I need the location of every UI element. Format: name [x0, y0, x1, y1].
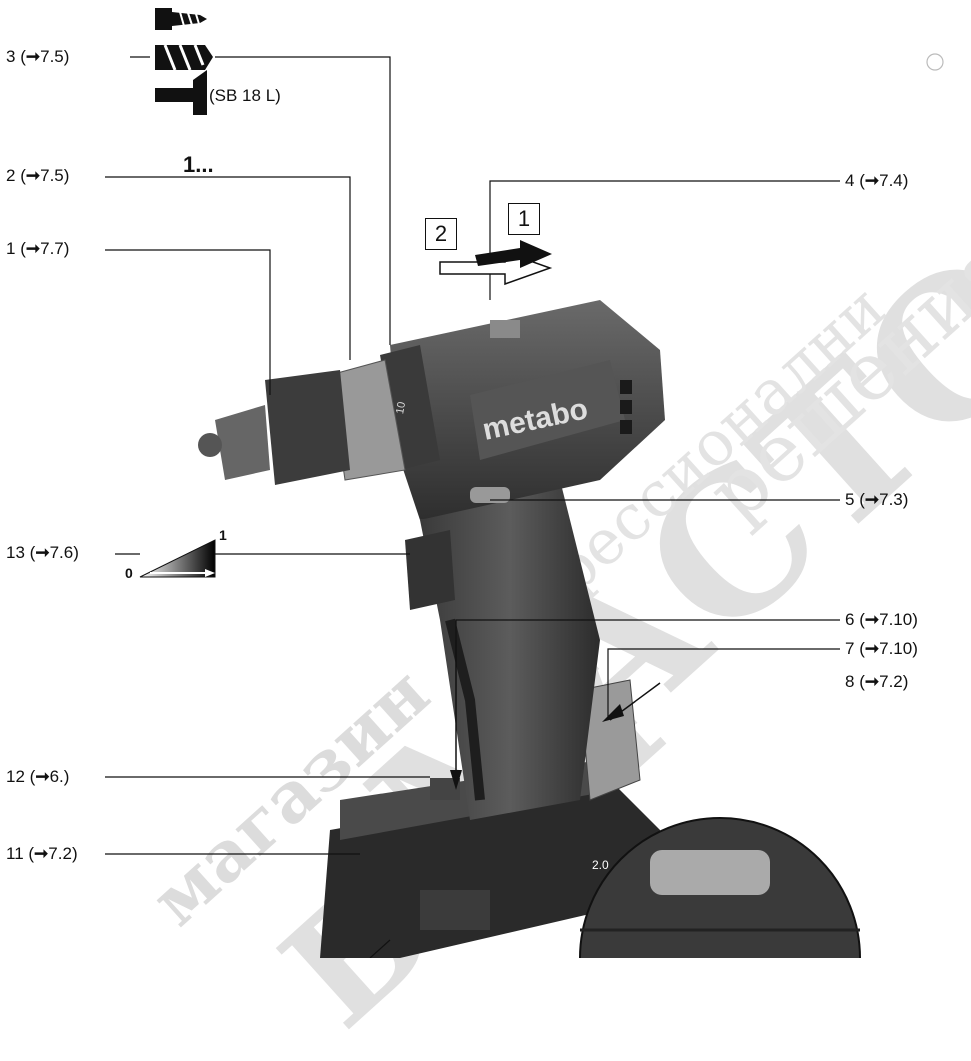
drill-bit-icon — [155, 44, 213, 71]
callout-13: 13 (➞7.6) — [6, 543, 79, 562]
registered-mark-icon — [926, 53, 944, 71]
callout-5: 5 (➞7.3) — [845, 490, 909, 509]
callout-6: 6 (➞7.10) — [845, 610, 918, 629]
callout-3: 3 (➞7.5) — [6, 47, 70, 66]
sb-model-label: (SB 18 L) — [209, 86, 281, 105]
callout-4: 4 (➞7.4) — [845, 171, 909, 190]
direction-arrows-icon — [439, 240, 553, 286]
callout-11: 11 (➞7.2) — [6, 844, 78, 863]
switch-max-label: 1 — [219, 527, 227, 543]
screw-icon — [155, 8, 207, 30]
battery-capacity-label: 2.0 — [592, 858, 609, 872]
chuck — [265, 370, 350, 485]
callout-2: 2 (➞7.5) — [6, 166, 70, 185]
drill-handle — [420, 480, 600, 820]
hammer-icon — [155, 70, 207, 115]
callout-8: 8 (➞7.2) — [845, 672, 909, 691]
battery-release — [430, 778, 460, 800]
direction-box-1: 1 — [508, 203, 540, 235]
speed-ramp-icon — [139, 539, 216, 578]
callout-12: 12 (➞6.) — [6, 767, 70, 786]
direction-switch — [490, 320, 520, 338]
switch-min-label: 0 — [125, 565, 133, 581]
callout-7: 7 (➞7.10) — [845, 639, 918, 658]
led-light — [470, 487, 510, 503]
drill-illustration: metabo — [105, 8, 944, 958]
torque-start-label: 1... — [183, 152, 214, 177]
clutch-scale-label: 10 — [394, 400, 409, 416]
direction-box-2: 2 — [425, 218, 457, 250]
trigger-switch — [405, 530, 455, 610]
callout-1: 1 (➞7.7) — [6, 239, 70, 258]
